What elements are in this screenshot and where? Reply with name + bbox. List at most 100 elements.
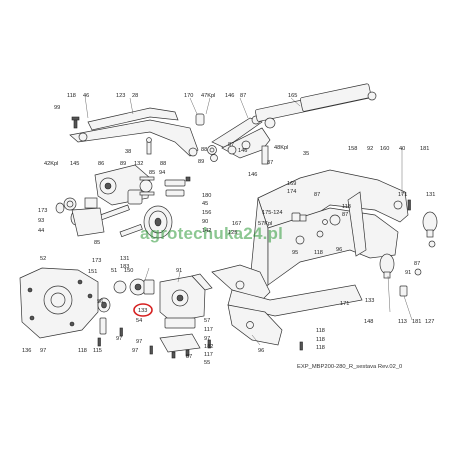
callout-label: 113 [398, 319, 407, 325]
callout-label: 87 [228, 142, 234, 148]
main-frame-56 [211, 169, 409, 317]
callout-label: 171 [340, 301, 349, 307]
callout-label: 91 [405, 270, 411, 276]
callout-label: 170 [184, 93, 193, 99]
callout-label: 97 [204, 336, 210, 342]
bolt-99 [71, 116, 80, 129]
callout-label: 51 [111, 268, 117, 274]
accumulator-171 [422, 211, 438, 238]
callout-label: 42Kpl [44, 161, 58, 167]
callout-label: 118 [316, 328, 325, 334]
small-parts-right [399, 199, 436, 297]
callout-label: 131 [120, 256, 129, 262]
callout-label: 96 [336, 247, 342, 253]
callout-label: 57Kpl [258, 221, 272, 227]
callout-label: 181 [420, 146, 429, 152]
callout-label: 169 [287, 181, 296, 187]
callout-label: 125 [228, 230, 237, 236]
callout-label: 171 [398, 192, 407, 198]
coupling-52-51 [113, 278, 155, 296]
pin-38 [146, 137, 152, 155]
callout-label: 45 [202, 201, 208, 207]
callout-label: 174 [287, 189, 296, 195]
callout-label: 118 [67, 93, 76, 99]
callout-label: 87 [240, 93, 246, 99]
callout-label: 99 [54, 105, 60, 111]
callout-label: 167 [232, 221, 241, 227]
hydraulic-pump-150 [159, 273, 213, 329]
highlight-circle [133, 303, 153, 317]
bushing-151 [97, 297, 111, 335]
callout-label: 136 [22, 348, 31, 354]
callout-label: 117 [204, 352, 213, 358]
callout-label: 181 [412, 319, 421, 325]
callout-label: 180 [202, 193, 211, 199]
callout-label: 96 [258, 348, 264, 354]
callout-label: 173 [38, 208, 47, 214]
callout-label: 97 [132, 348, 138, 354]
callout-label: 38 [125, 149, 131, 155]
callout-label: 97 [40, 348, 46, 354]
callout-label: 87 [186, 354, 192, 360]
callout-label: 89 [198, 159, 204, 165]
callout-label: 131 [426, 192, 435, 198]
callout-label: 92 [367, 146, 373, 152]
rocker-link-47-48 [211, 115, 271, 165]
callout-label: 148 [364, 319, 373, 325]
callout-label: 57 [204, 318, 210, 324]
callout-label: 173 [92, 258, 101, 264]
callout-label: 52 [40, 256, 46, 262]
callout-label: 150 [124, 268, 133, 274]
callout-label: 87 [267, 160, 273, 166]
callout-label: 88 [201, 147, 207, 153]
callout-label: 175-124 [262, 210, 283, 216]
callout-label: 85 [94, 240, 100, 246]
callout-label: 46 [83, 93, 89, 99]
callout-label: 89 [120, 161, 126, 167]
pulley-45 [143, 205, 173, 239]
callout-label: 86 [98, 161, 104, 167]
callout-label: 118 [314, 250, 323, 256]
callout-label: 48Kpl [274, 145, 288, 151]
callout-label: 93 [38, 218, 44, 224]
callout-label: 44 [38, 228, 44, 234]
watermark: agrotechuka24.pl [140, 224, 283, 243]
callout-label: 87 [414, 261, 420, 267]
callout-label: 115 [93, 348, 102, 354]
lift-arm-46 [69, 107, 199, 157]
callout-label: 146 [225, 93, 234, 99]
callout-label: 158 [348, 146, 357, 152]
callout-label: 156 [202, 210, 211, 216]
callout-label: 35 [303, 151, 309, 157]
callout-label: 146 [238, 148, 247, 154]
housing-93-90 [71, 197, 105, 237]
callout-labels: 118 46 99 123 28 170 47Kpl 146 87 165 38… [22, 93, 435, 366]
accumulator-182 [379, 253, 395, 279]
support-plate-55 [227, 304, 283, 346]
snap-rings-180 [164, 176, 191, 197]
callout-label: 165 [288, 93, 297, 99]
callout-label: 90 [202, 219, 208, 225]
pivot-parts-88-89 [195, 113, 218, 162]
callout-label: 97 [136, 339, 142, 345]
callout-label: 94 [159, 170, 165, 176]
callout-label: 97 [116, 336, 122, 342]
callout-label: 88 [160, 161, 166, 167]
drawing-code: EXP_MBP200-280_R_sestava Rev.02_0 [297, 364, 402, 370]
callout-label: 55 [204, 360, 210, 366]
drive-shaft-housing-145 [94, 164, 151, 206]
callout-label: 117 [204, 327, 213, 333]
callout-label: 145 [70, 161, 79, 167]
callout-label: 118 [78, 348, 87, 354]
hydraulic-cylinder-165 [255, 83, 377, 129]
gear-85 [139, 176, 155, 196]
callout-label: 47Kpl [201, 93, 215, 99]
callout-label: 133 [138, 308, 147, 314]
callout-label: 91 [176, 268, 182, 274]
callout-label: 160 [380, 146, 389, 152]
callout-label: 132 [134, 161, 143, 167]
callout-label: 87 [342, 212, 348, 218]
callout-label: 118 [342, 204, 351, 210]
callout-label: 87 [314, 192, 320, 198]
